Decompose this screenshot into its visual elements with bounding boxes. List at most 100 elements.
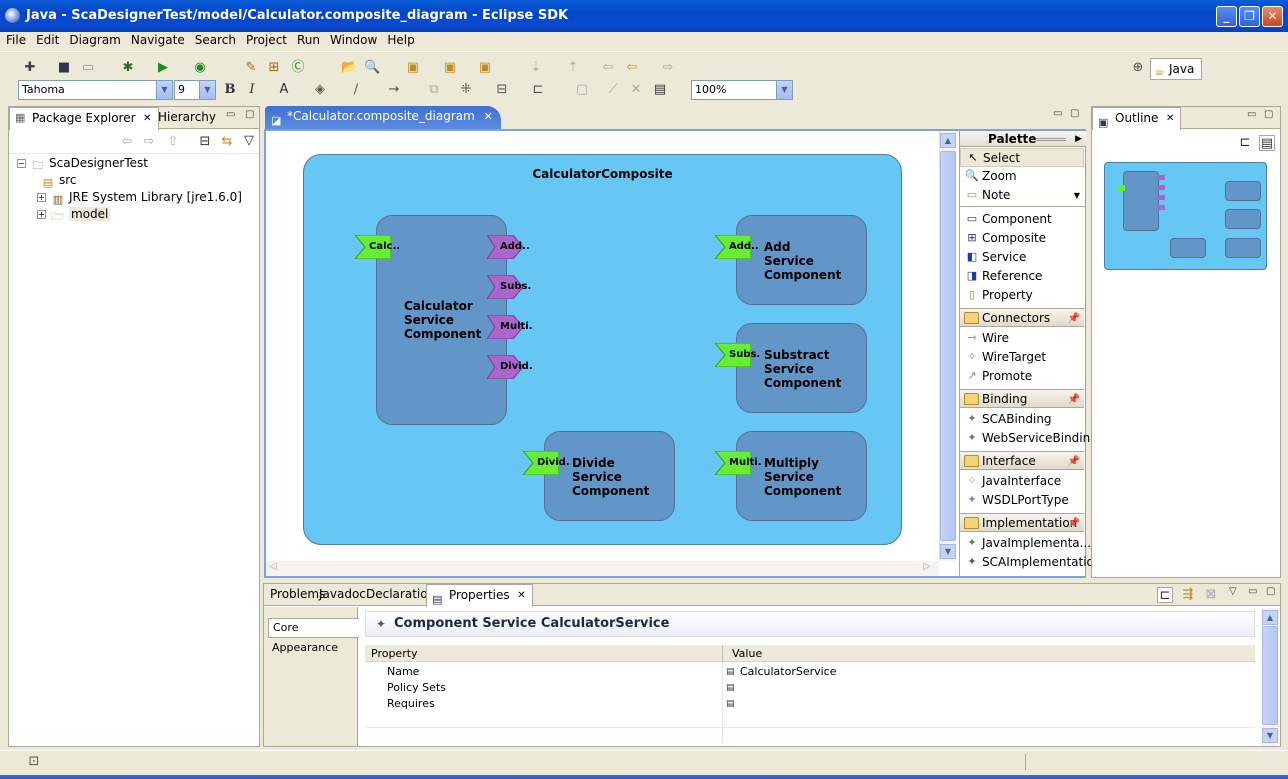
zoom-combo[interactable]: 100%▼ <box>691 80 793 100</box>
maximize-view-icon[interactable]: ▢ <box>1266 586 1276 597</box>
expand-icon[interactable]: + <box>37 210 46 219</box>
font-color-icon[interactable]: A <box>279 82 289 97</box>
scroll-thumb[interactable] <box>1262 626 1278 725</box>
close-button[interactable]: ✕ <box>1262 6 1283 27</box>
table-row[interactable]: Requires ▤ <box>365 696 1255 712</box>
palette-item-scabinding[interactable]: ✦SCABinding <box>960 410 1084 429</box>
scroll-up-icon[interactable]: ▲ <box>940 133 956 148</box>
maximize-view-icon[interactable]: ▢ <box>1070 108 1080 119</box>
folder-icon[interactable]: ▣ <box>478 60 492 75</box>
service-port-multi[interactable]: Multi. <box>715 451 762 475</box>
run-icon[interactable]: ▶ <box>158 60 168 75</box>
folder-icon[interactable]: ▣ <box>443 60 457 75</box>
new-package-icon[interactable]: ⊞ <box>268 60 280 75</box>
close-icon[interactable]: ✕ <box>517 590 526 601</box>
tab-package-explorer[interactable]: ▦ Package Explorer ✕ <box>9 107 159 130</box>
chevron-down-icon[interactable]: ▼ <box>1073 191 1080 200</box>
align-icon[interactable]: ⊟ <box>496 82 508 97</box>
diagram-vertical-scrollbar[interactable]: ▲ ▼ <box>939 131 956 561</box>
save-icon[interactable]: ■ <box>57 60 71 75</box>
maximize-button[interactable]: ❐ <box>1239 6 1260 27</box>
bold-icon[interactable]: B <box>224 82 236 97</box>
palette-drawer-connectors[interactable]: Connectors📌 <box>960 308 1084 327</box>
fill-color-icon[interactable]: ◈ <box>315 82 325 97</box>
scroll-up-icon[interactable]: ▲ <box>1262 610 1278 625</box>
outline-tree-icon[interactable]: ⊏ <box>1239 135 1251 150</box>
tab-outline[interactable]: ▣ Outline ✕ <box>1092 107 1182 130</box>
tab-calculator-diagram[interactable]: ◪ *Calculator.composite_diagram ✕ <box>265 106 501 129</box>
open-type-icon[interactable]: 📂 <box>341 60 358 75</box>
scroll-thumb[interactable] <box>940 151 956 541</box>
forward-icon[interactable]: ⇨ <box>662 60 674 75</box>
menu-run[interactable]: Run <box>297 33 321 47</box>
previous-annotation-icon[interactable]: ⇡ <box>567 60 579 75</box>
collapse-all-icon[interactable]: ⊟ <box>199 134 211 149</box>
fast-view-icon[interactable]: ⊡ <box>28 754 40 769</box>
close-icon[interactable]: ✕ <box>1166 113 1175 124</box>
tab-declaration[interactable]: Declaration <box>366 587 436 601</box>
new-java-project-icon[interactable]: ✎ <box>245 60 257 75</box>
service-port-add[interactable]: Add.. <box>715 235 759 259</box>
forward-icon[interactable]: ⇨ <box>143 134 155 149</box>
line-color-icon[interactable]: ∕ <box>353 82 359 97</box>
palette-item-composite[interactable]: ⊞Composite <box>960 229 1084 248</box>
close-icon[interactable]: ✕ <box>143 113 152 124</box>
back-icon[interactable]: ⇦ <box>626 60 638 75</box>
scroll-right-icon[interactable]: ▷ <box>923 561 931 572</box>
italic-icon[interactable]: I <box>249 82 255 97</box>
palette-item-webservicebinding[interactable]: ✦WebServiceBinding <box>960 429 1097 448</box>
palette-item-javainterface[interactable]: ✧JavaInterface <box>960 472 1084 491</box>
reference-port-subs[interactable]: Subs. <box>487 275 531 299</box>
new-class-icon[interactable]: Ⓒ <box>291 60 305 75</box>
diagram-horizontal-scrollbar[interactable]: ◁ ▷ <box>266 561 939 576</box>
folder-icon[interactable]: ▣ <box>406 60 420 75</box>
tab-properties[interactable]: ▤ Properties ✕ <box>426 584 533 607</box>
reference-port-multi[interactable]: Multi. <box>487 315 533 339</box>
external-tools-icon[interactable]: ◉ <box>194 60 206 75</box>
font-name-combo[interactable]: Tahoma▼ <box>18 80 173 100</box>
autosize-icon[interactable]: ▢ <box>575 82 589 97</box>
reference-port-divid[interactable]: Divid. <box>487 355 533 379</box>
menu-help[interactable]: Help <box>387 33 415 47</box>
menu-search[interactable]: Search <box>194 33 236 47</box>
palette-item-wiretarget[interactable]: ✧WireTarget <box>960 348 1084 367</box>
search-icon[interactable]: 🔍 <box>364 60 381 75</box>
service-port-calc[interactable]: Calc.. <box>355 235 400 259</box>
menu-window[interactable]: Window <box>330 33 378 47</box>
palette-header[interactable]: Palette ▶ <box>960 131 1086 147</box>
tree-item-jre[interactable]: +▥JRE System Library [jre1.6.0] <box>37 189 242 206</box>
palette-item-wire[interactable]: ⇾Wire <box>960 329 1084 348</box>
view-menu-icon[interactable]: ▽ <box>1229 586 1237 597</box>
palette-item-reference[interactable]: ◨Reference <box>960 267 1084 286</box>
minimize-view-icon[interactable]: ▭ <box>226 109 236 120</box>
side-tab-core[interactable]: Core <box>268 618 359 638</box>
palette-drawer-binding[interactable]: Binding📌 <box>960 389 1084 408</box>
tree-item-src[interactable]: ▤src <box>40 172 77 189</box>
hide-palette-icon[interactable]: ▶ <box>1075 134 1082 144</box>
unlink-icon[interactable]: ✕ <box>630 82 642 97</box>
palette-item-service[interactable]: ◧Service <box>960 248 1084 267</box>
palette-drawer-interface[interactable]: Interface📌 <box>960 451 1084 470</box>
up-icon[interactable]: ⇧ <box>167 134 179 149</box>
pin-icon[interactable]: 📌 <box>1067 394 1080 405</box>
menu-navigate[interactable]: Navigate <box>130 33 185 47</box>
row-value[interactable]: CalculatorService <box>740 665 837 678</box>
minimize-button[interactable]: _ <box>1216 6 1237 27</box>
table-row[interactable]: Name ▤ CalculatorService <box>365 664 1255 680</box>
restore-default-icon[interactable]: ⊠ <box>1205 587 1217 602</box>
last-edit-icon[interactable]: ⇦ <box>602 60 614 75</box>
arrange-icon[interactable]: ⁜ <box>460 82 472 97</box>
side-tab-appearance[interactable]: Appearance <box>272 641 339 654</box>
palette-item-component[interactable]: ▭Component <box>960 210 1084 229</box>
collapse-icon[interactable]: − <box>17 159 26 168</box>
new-icon[interactable]: ✚ <box>24 60 36 75</box>
view-menu-icon[interactable]: ▽ <box>244 133 254 148</box>
menu-edit[interactable]: Edit <box>36 33 60 47</box>
minimize-view-icon[interactable]: ▭ <box>1053 108 1063 119</box>
